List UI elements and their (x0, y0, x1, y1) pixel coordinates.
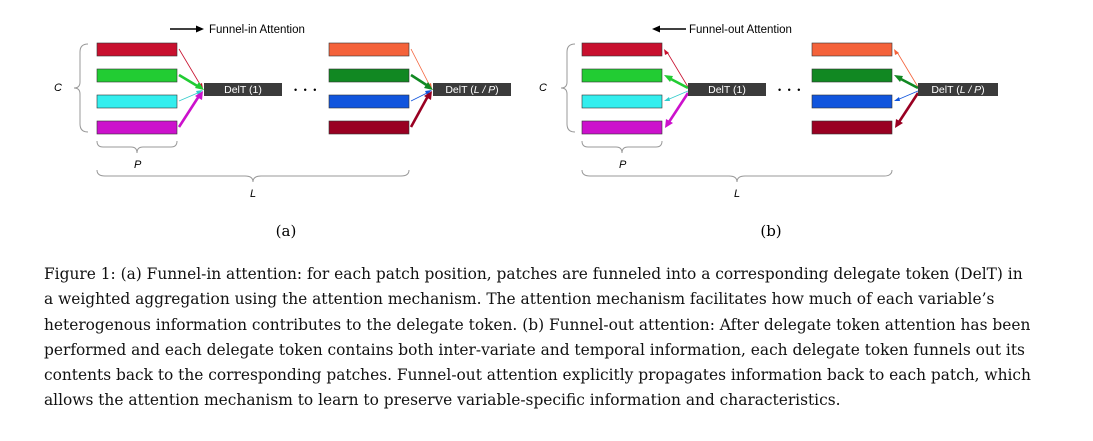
figure-1: Funnel-in Attention C DelT (1) • • • (54, 24, 998, 240)
delegate-token-LP (433, 83, 511, 96)
patch-var4-pos1 (96, 120, 178, 135)
funnel-arrow (896, 51, 919, 88)
patch-length-brace (581, 140, 663, 154)
arrowhead-icon (195, 91, 203, 100)
arrowhead-icon (196, 25, 204, 33)
sequence-length-label: L (734, 188, 740, 200)
delegate-token-1-label: DelT (1) (708, 84, 746, 96)
patch-length-brace (96, 140, 178, 154)
patch-var4-posLP (328, 120, 410, 135)
patch-var3-posLP (811, 94, 893, 109)
patch-var2-posLP (811, 68, 893, 83)
funnel-arrow (896, 90, 919, 101)
arrowhead-icon (894, 49, 899, 55)
patch-length-label: P (619, 159, 627, 171)
patch-var3-pos1 (581, 94, 663, 109)
funnel-arrow (178, 73, 200, 89)
delegate-token-1-label: DelT (1) (224, 84, 262, 96)
funnel-arrow (409, 95, 430, 128)
delegate-token-1 (688, 83, 766, 96)
arrowhead-icon (894, 97, 900, 101)
funnel-arrow (666, 51, 689, 88)
funnel-arrow (410, 73, 429, 88)
arrowhead-icon (664, 75, 673, 82)
sequence-length-brace (581, 169, 893, 183)
ellipsis: • • • (778, 85, 802, 95)
delegate-token-LP (918, 83, 998, 96)
variables-label: C (539, 82, 547, 94)
arrowhead-icon (424, 82, 433, 90)
patch-var2-pos1 (581, 68, 663, 83)
funnel-arrow (897, 92, 920, 123)
patch-var1-posLP (328, 42, 410, 57)
arrowhead-icon (664, 97, 670, 101)
patch-var2-posLP (328, 68, 410, 83)
sequence-length-brace (96, 169, 410, 183)
arrowhead-icon (652, 25, 660, 33)
funnel-arrow (666, 90, 689, 101)
attention-label: Funnel-out Attention (689, 24, 792, 36)
patch-var3-pos1 (96, 94, 178, 109)
delegate-token-1 (204, 83, 282, 96)
variables-label: C (54, 82, 62, 94)
funnel-arrow (667, 92, 690, 123)
ellipsis: • • • (294, 85, 318, 95)
patch-var1-posLP (811, 42, 893, 57)
funnel-arrow (898, 76, 919, 90)
panel-a: Funnel-in Attention C DelT (1) • • • (54, 24, 511, 240)
arrowhead-icon (665, 119, 673, 128)
patch-var4-pos1 (581, 120, 663, 135)
arrowhead-icon (895, 119, 903, 128)
sequence-length-label: L (250, 188, 256, 200)
delegate-token-LP-label: DelT (L / P) (931, 84, 984, 96)
figure-caption: Figure 1: (a) Funnel-in attention: for e… (44, 262, 1034, 414)
arrowhead-icon (664, 49, 669, 55)
patch-var2-pos1 (96, 68, 178, 83)
delegate-token-LP-label: DelT (L / P) (445, 84, 498, 96)
patch-var3-posLP (328, 94, 410, 109)
arrowhead-icon (425, 90, 432, 95)
arrowhead-icon (424, 91, 432, 100)
variables-brace (560, 43, 576, 133)
patch-var1-pos1 (96, 42, 178, 57)
funnel-arrow (178, 48, 202, 87)
variables-brace (73, 43, 89, 133)
funnel-arrow (410, 48, 431, 87)
patch-length-label: P (134, 159, 142, 171)
arrowhead-icon (894, 75, 903, 82)
panel-a-sublabel: (a) (276, 222, 297, 240)
funnel-arrow (410, 91, 430, 102)
funnel-arrow (668, 76, 689, 90)
arrowhead-icon (195, 82, 204, 90)
attention-label: Funnel-in Attention (209, 24, 305, 36)
panel-b-sublabel: (b) (760, 222, 781, 240)
patch-var4-posLP (811, 120, 893, 135)
patch-var1-pos1 (581, 42, 663, 57)
funnel-arrow (178, 91, 201, 102)
caption-text: (a) Funnel-in attention: for each patch … (44, 265, 1031, 410)
arrowhead-icon (196, 90, 203, 95)
panel-b: Funnel-out Attention C DelT (1) • • • (539, 24, 998, 240)
caption-lead: Figure 1: (44, 265, 116, 283)
funnel-arrow (177, 95, 201, 128)
